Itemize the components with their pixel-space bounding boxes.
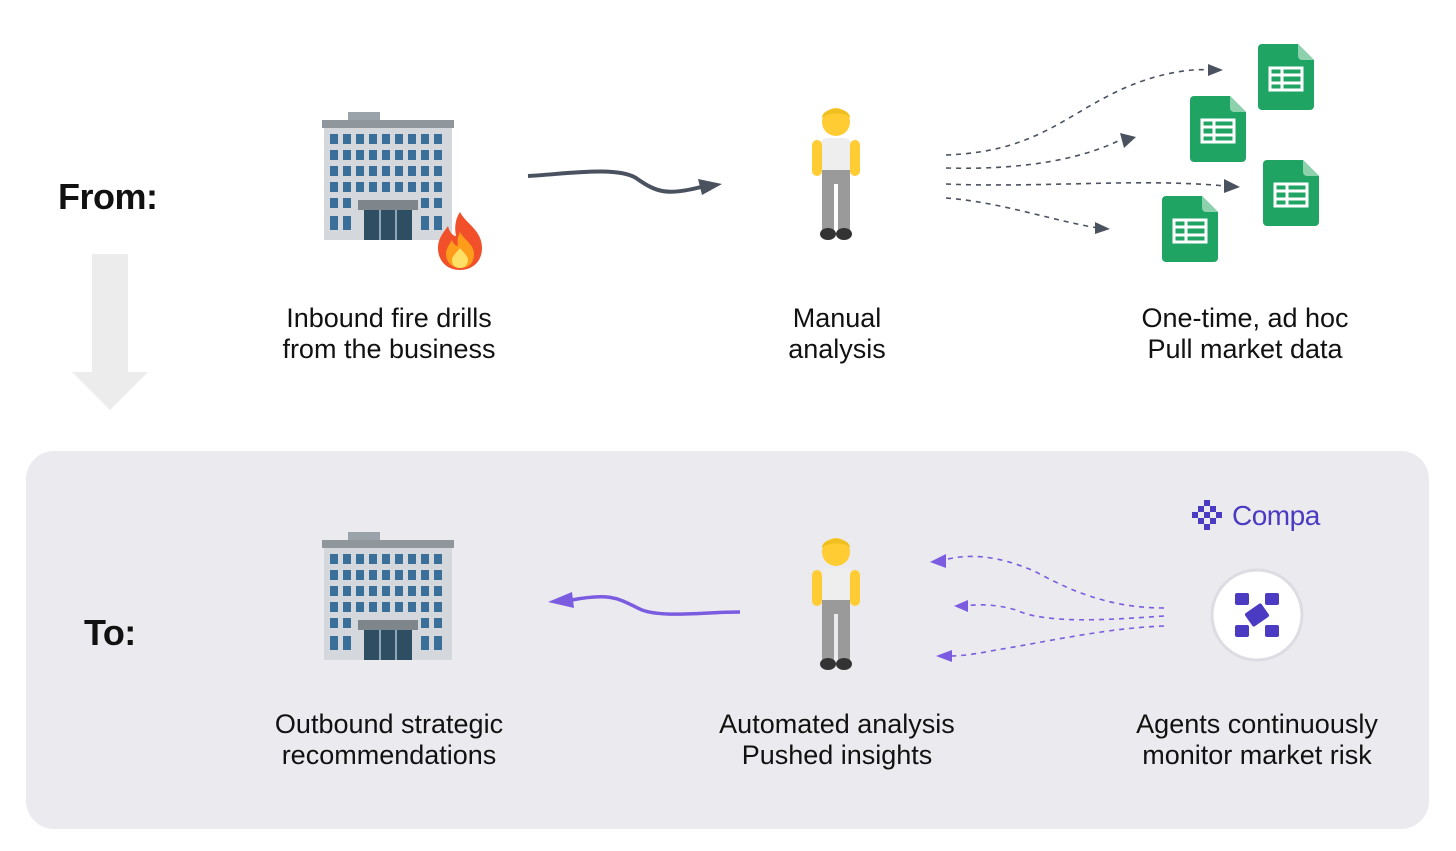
dashed-flow-arrows-purple (930, 554, 1165, 662)
person-icon (812, 108, 860, 240)
compa-logo: Compa (1192, 500, 1320, 532)
to-label: To: (84, 612, 136, 653)
compa-logo-mark-icon (1192, 500, 1222, 530)
spreadsheet-icon (1263, 160, 1319, 226)
flow-arrow-purple (548, 592, 741, 616)
office-building-icon (322, 112, 454, 240)
office-building-icon (322, 532, 454, 660)
spreadsheet-icon (1162, 196, 1218, 262)
dashed-flow-arrows (945, 64, 1240, 234)
flow-arrow-gray (527, 169, 722, 195)
brand-name: Compa (1232, 500, 1320, 531)
spreadsheet-icon (1190, 96, 1246, 162)
compa-agent-icon (1210, 568, 1304, 662)
person-icon (812, 538, 860, 670)
spreadsheet-icon (1258, 44, 1314, 110)
transition-down-arrow (72, 254, 148, 410)
fire-icon (438, 212, 482, 270)
from-label: From: (58, 176, 158, 217)
